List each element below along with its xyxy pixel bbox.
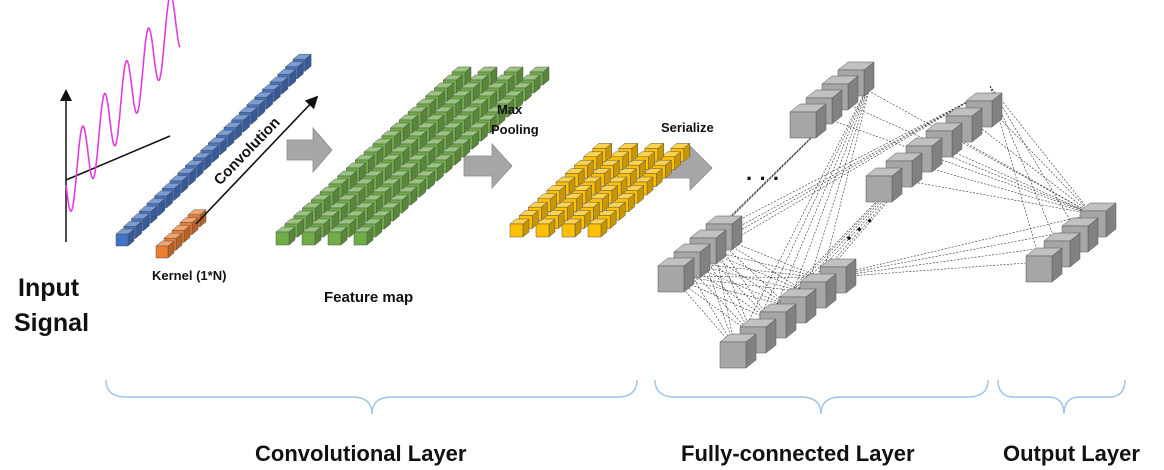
connection-line	[821, 245, 1059, 279]
connection-line	[787, 77, 873, 307]
pooled-cell-front	[587, 223, 602, 238]
connection-line	[699, 247, 771, 321]
connection-line	[671, 275, 807, 293]
connection-line	[989, 85, 1041, 263]
connection-line	[919, 143, 1093, 215]
feature-cell	[353, 226, 374, 246]
signal-x-axis	[65, 135, 171, 181]
neuron-front	[719, 341, 747, 369]
connection-line	[699, 247, 753, 335]
connection-line	[837, 99, 1093, 215]
feature-cell-front	[275, 231, 290, 246]
sine-wave	[65, 0, 181, 213]
connection-line	[989, 85, 1077, 231]
connection-line	[751, 77, 873, 335]
block-arrow-pool	[463, 142, 513, 190]
input-signal-label-line2: Signal	[14, 309, 89, 337]
connection-line	[977, 95, 1093, 215]
connection-line	[683, 261, 823, 279]
convolution-arrow	[195, 95, 319, 225]
connection-line	[821, 213, 1093, 279]
input-signal-label-line1: Input	[18, 274, 80, 302]
feature-map-label: Feature map	[324, 289, 413, 306]
input-signal	[60, 0, 181, 242]
ellipsis-upper: · · ·	[746, 166, 780, 191]
kernel-cell-front	[155, 245, 169, 259]
connection-line	[939, 127, 1093, 215]
pooled-cell-front	[561, 223, 576, 238]
serialize-label: Serialize	[661, 120, 714, 135]
neuron-front	[1025, 255, 1053, 283]
output-layer-label: Output Layer	[1003, 441, 1140, 466]
pooled-cell-front	[535, 223, 550, 238]
feature-cell	[301, 226, 322, 246]
neuron-front	[789, 111, 817, 139]
brace-convolutional	[105, 379, 638, 415]
connection-lines	[671, 77, 1093, 349]
connection-line	[711, 95, 979, 235]
pooled-cell	[509, 218, 530, 238]
connection-line	[683, 261, 736, 349]
connection-line	[989, 85, 1093, 215]
neuron	[657, 257, 695, 293]
feature-cell	[520, 74, 541, 94]
feature-cell-front	[353, 231, 368, 246]
connection-line	[821, 229, 1077, 279]
feature-cell	[327, 226, 348, 246]
input-cell	[115, 228, 135, 247]
neuron-front	[657, 265, 685, 293]
neuron-front	[865, 175, 893, 203]
block-arrow-convolve	[286, 126, 333, 174]
kernel	[155, 209, 207, 259]
neuron	[719, 333, 757, 369]
feature-map	[275, 66, 550, 246]
pooled-cell	[587, 218, 608, 238]
pooled-cell	[561, 218, 582, 238]
connection-line	[683, 261, 753, 335]
brace-fully-connected	[654, 379, 989, 415]
max-pooling-label-line1: Max	[497, 102, 523, 117]
connection-line	[699, 95, 979, 249]
kernel-cell	[155, 240, 175, 259]
connection-line	[671, 95, 979, 277]
connection-line	[711, 233, 823, 279]
pooled-feature-map	[509, 142, 691, 238]
connection-line	[769, 77, 873, 321]
kernel-label: Kernel (1*N)	[152, 268, 226, 283]
connection-line	[671, 275, 789, 307]
feature-cell-front	[327, 231, 342, 246]
connection-line	[671, 275, 753, 335]
input-vector	[115, 53, 312, 247]
connection-line	[855, 83, 1093, 215]
convolutional-layer-label: Convolutional Layer	[255, 441, 467, 466]
connection-line	[819, 115, 1093, 215]
brace-output	[997, 379, 1126, 415]
connection-line	[734, 77, 873, 349]
feature-cell-front	[301, 231, 316, 246]
connection-line	[805, 77, 873, 293]
fully-connected-neurons	[657, 61, 1117, 369]
pooled-cell-front	[509, 223, 524, 238]
neuron	[1043, 232, 1081, 268]
max-pooling-label-line2: Pooling	[491, 122, 539, 137]
connection-line	[821, 261, 1041, 279]
neuron	[865, 167, 903, 203]
fully-connected-layer-label: Fully-connected Layer	[681, 441, 915, 466]
neuron	[789, 103, 827, 139]
pooled-cell	[535, 218, 556, 238]
input-cell-front	[115, 233, 129, 247]
neuron	[1025, 247, 1063, 283]
feature-cell	[275, 226, 296, 246]
